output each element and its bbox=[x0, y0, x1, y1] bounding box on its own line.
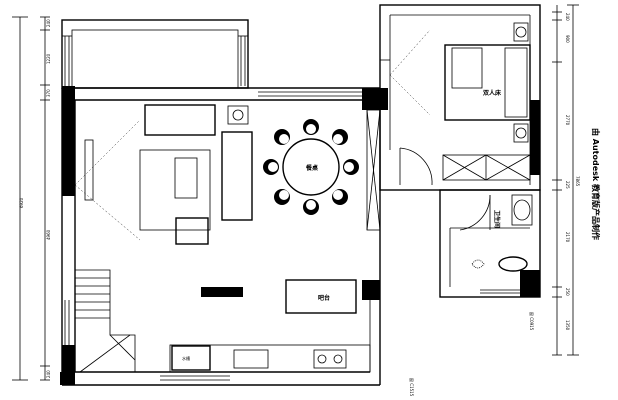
label-island: 吧台 bbox=[318, 294, 330, 302]
dim-right-3: 2770 bbox=[565, 115, 570, 126]
window-note-bottom: 窗 C1515 bbox=[409, 378, 415, 397]
sofa-set bbox=[84, 104, 253, 245]
dim-left-total: 6920 bbox=[19, 197, 24, 208]
kitchen-counter bbox=[169, 344, 371, 373]
label-bed: 双人床 bbox=[483, 89, 502, 97]
dim-right-total: 7865 bbox=[575, 176, 580, 187]
doors bbox=[399, 147, 491, 231]
dim-left-5: 240 bbox=[46, 370, 51, 378]
label-bathroom: 卫生间 bbox=[493, 210, 501, 228]
wardrobe bbox=[442, 154, 531, 181]
dim-right-4: 225 bbox=[565, 181, 570, 189]
label-sink: 水槽 bbox=[182, 355, 190, 361]
light-lines bbox=[74, 29, 431, 241]
left-dimension-lines bbox=[12, 16, 50, 381]
dim-right-6: 250 bbox=[565, 288, 570, 296]
autodesk-watermark: 由 Autodesk 教育版产品制作 bbox=[591, 128, 601, 240]
dim-left-2: 1220 bbox=[46, 53, 51, 64]
dim-left-4: 4960 bbox=[46, 229, 51, 240]
staircase bbox=[75, 269, 136, 373]
dim-right-7: 1350 bbox=[565, 320, 570, 331]
dim-right-5: 2170 bbox=[565, 232, 570, 243]
walls bbox=[61, 4, 541, 386]
dining-table bbox=[263, 119, 359, 215]
dim-left-3: 370 bbox=[46, 89, 51, 97]
bathroom-fixtures bbox=[471, 194, 533, 272]
window-note-right: 窗 C0915 bbox=[529, 312, 535, 331]
right-dimension-lines bbox=[552, 4, 579, 356]
dim-left-1: 240 bbox=[46, 19, 51, 27]
dim-right-2: 900 bbox=[565, 35, 570, 43]
label-dining-table: 餐桌 bbox=[305, 164, 318, 172]
wall-columns bbox=[60, 86, 540, 385]
bed bbox=[444, 22, 531, 143]
cabinet bbox=[366, 109, 381, 231]
dim-right-1: 240 bbox=[565, 13, 570, 21]
island-counter bbox=[285, 279, 357, 314]
